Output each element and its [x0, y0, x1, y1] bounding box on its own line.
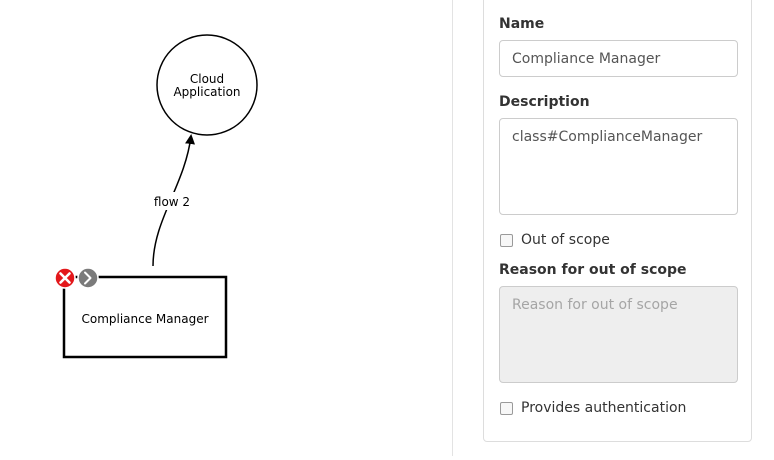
data-flow[interactable]: flow 2 [150, 134, 196, 267]
diagram-canvas[interactable]: Cloud Application flow 2 Compliance Mana… [0, 0, 452, 456]
description-label: Description [499, 94, 590, 110]
provides-auth-checkbox[interactable] [500, 401, 513, 415]
description-textarea[interactable]: class#ComplianceManager [499, 118, 738, 215]
name-label: Name [499, 16, 545, 32]
delete-icon[interactable] [54, 267, 76, 289]
reason-textarea: Reason for out of scope [499, 286, 738, 383]
flow-label-bg [150, 192, 196, 210]
process-label-line-2: Application [173, 85, 240, 99]
out-of-scope-checkbox[interactable] [500, 233, 513, 247]
actor-compliance-manager[interactable]: Compliance Manager [62, 275, 228, 359]
process-label-line-1: Cloud [190, 72, 224, 86]
provides-auth-label: Provides authentication [521, 400, 687, 416]
process-cloud-application[interactable]: Cloud Application [156, 34, 258, 136]
out-of-scope-row[interactable]: Out of scope [500, 232, 610, 248]
name-input[interactable] [499, 40, 738, 77]
properties-panel: Name Description class#ComplianceManager… [483, 0, 752, 442]
flow-label: flow 2 [154, 195, 190, 209]
out-of-scope-label: Out of scope [521, 232, 610, 248]
process-circle[interactable] [156, 34, 258, 136]
reason-label: Reason for out of scope [499, 262, 687, 278]
chevron-right-icon[interactable] [77, 267, 99, 289]
diagram-svg: Cloud Application flow 2 Compliance Mana… [54, 34, 258, 359]
actor-label: Compliance Manager [81, 312, 208, 326]
panel-divider [452, 0, 453, 456]
provides-auth-row[interactable]: Provides authentication [500, 400, 686, 416]
actor-box[interactable] [62, 275, 228, 359]
